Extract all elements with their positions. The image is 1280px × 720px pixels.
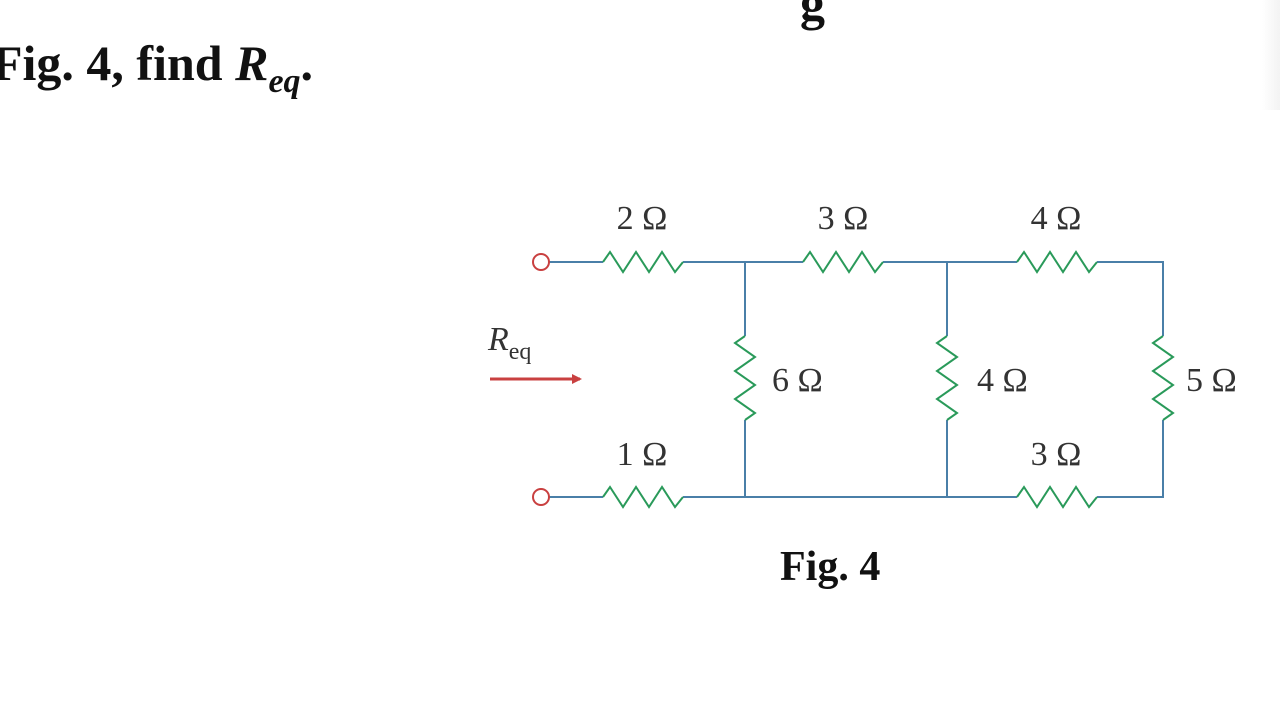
question-suffix: . bbox=[300, 35, 314, 91]
resistor-top-middle bbox=[802, 250, 884, 274]
figure-caption: Fig. 4 bbox=[780, 544, 881, 590]
edge-shade bbox=[1262, 0, 1280, 110]
wires bbox=[549, 261, 1164, 498]
req-label: Req bbox=[487, 321, 531, 365]
resistor-bottom-right bbox=[1016, 485, 1098, 509]
req-subscript: eq bbox=[268, 63, 301, 100]
resistor-top-left bbox=[602, 250, 684, 274]
resistor-shunt-left bbox=[733, 335, 757, 421]
label-bottom-right: 3 Ω bbox=[1031, 436, 1082, 473]
wire-top-right bbox=[1097, 261, 1164, 336]
label-top-middle: 3 Ω bbox=[818, 200, 869, 237]
label-shunt-middle: 4 Ω bbox=[977, 362, 1028, 399]
label-shunt-right: 5 Ω bbox=[1186, 362, 1237, 399]
req-label-symbol: R bbox=[487, 321, 509, 358]
req-label-subscript: eq bbox=[509, 339, 532, 365]
label-top-left: 2 Ω bbox=[617, 200, 668, 237]
wire-right-down bbox=[1097, 420, 1164, 498]
resistor-shunt-middle bbox=[935, 335, 959, 421]
label-bottom-left: 1 Ω bbox=[617, 436, 668, 473]
clipped-heading-text: g bbox=[800, 0, 825, 31]
resistors bbox=[602, 250, 1175, 509]
terminal-top bbox=[532, 253, 550, 271]
resistor-shunt-right bbox=[1151, 335, 1175, 421]
label-shunt-left: 6 Ω bbox=[772, 362, 823, 399]
question-prefix: Fig. 4, find bbox=[0, 35, 236, 91]
resistor-top-right bbox=[1016, 250, 1098, 274]
terminal-bottom bbox=[532, 488, 550, 506]
label-top-right: 4 Ω bbox=[1031, 200, 1082, 237]
question-text: Fig. 4, find Req. bbox=[0, 34, 313, 101]
resistor-bottom-left bbox=[602, 485, 684, 509]
req-symbol: R bbox=[235, 35, 269, 91]
